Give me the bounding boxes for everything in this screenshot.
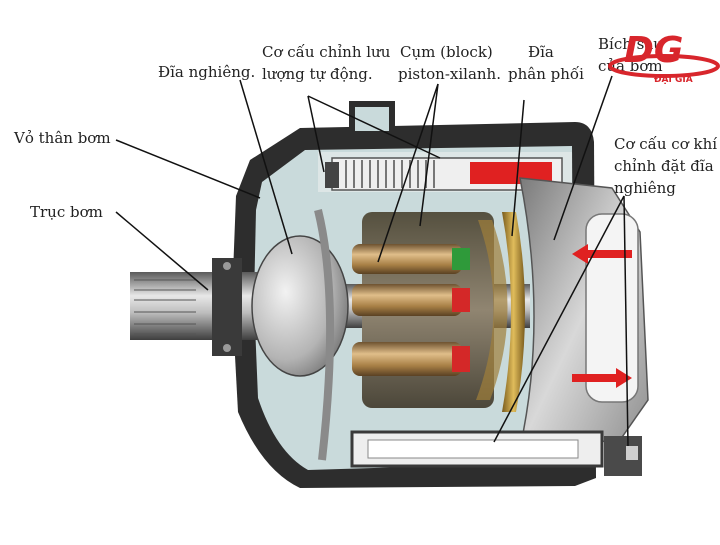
leader-cum-1 (377, 83, 439, 263)
adjuster-screw-tip (626, 446, 638, 460)
label-swash-plate: Đĩa nghiêng. (158, 63, 256, 81)
label-cylinder-block-line1: Cụm (block) (400, 43, 493, 61)
leader-ck-2 (623, 195, 629, 447)
label-pump-housing: Vỏ thân bơm (14, 129, 111, 147)
piston-bottom (352, 342, 462, 376)
regulator-end-plug (325, 162, 339, 188)
logo-sub-text: ĐẠI GIA (654, 75, 693, 85)
swash-plate-rim (314, 209, 335, 461)
piston-middle-red-port (452, 288, 470, 312)
label-auto-regulator-line1: Cơ cấu chỉnh lưu (262, 43, 391, 61)
logo-mark-text: DG (624, 30, 683, 71)
label-mech-adjuster-line2: chỉnh đặt đĩa (614, 157, 714, 175)
leader-bich (553, 75, 613, 241)
flow-arrow-lower (572, 368, 632, 388)
flow-arrow-upper (572, 244, 632, 264)
dai-gia-logo: DG ĐẠI GIA (598, 22, 720, 90)
piston-middle (352, 284, 462, 316)
leader-dia-nghieng (239, 79, 293, 255)
end-cover-port-cavity (585, 213, 639, 403)
bearing-balls (223, 262, 231, 352)
label-valve-plate-line2: phân phối (508, 65, 584, 83)
label-mech-adjuster-line3: nghiêng (614, 179, 676, 197)
shaft-bearing (212, 258, 242, 356)
leader-co-cau-2 (307, 95, 441, 159)
logo-swoosh (608, 54, 720, 78)
label-auto-regulator-line2: lượng tự động. (262, 65, 373, 83)
leader-co-cau-1 (307, 95, 325, 173)
valve-plate (502, 212, 525, 412)
label-drive-shaft: Trục bơm (30, 203, 103, 221)
piston-bottom-red-port (452, 346, 470, 372)
logo-mark: DG ĐẠI GIA (608, 30, 720, 85)
shaft-splines (134, 279, 196, 335)
label-mech-adjuster-line1: Cơ cấu cơ khí (614, 135, 718, 153)
valve-plate-ring (476, 220, 508, 400)
label-cylinder-block-line2: piston-xilanh. (398, 65, 501, 83)
regulator-spring (345, 160, 435, 188)
label-rear-flange-line1: Bích sau (598, 35, 663, 53)
leader-cum-2 (419, 83, 439, 227)
leader-vo (115, 139, 261, 199)
leader-lines (115, 75, 629, 447)
leader-ck-1 (493, 195, 625, 443)
stroke-adjuster-rod (367, 439, 579, 459)
leader-truc (115, 211, 209, 291)
piston-top (352, 244, 462, 274)
leader-dia-pp (511, 99, 525, 237)
label-valve-plate-line1: Đĩa (528, 43, 554, 61)
piston-top-green-port (452, 248, 470, 270)
